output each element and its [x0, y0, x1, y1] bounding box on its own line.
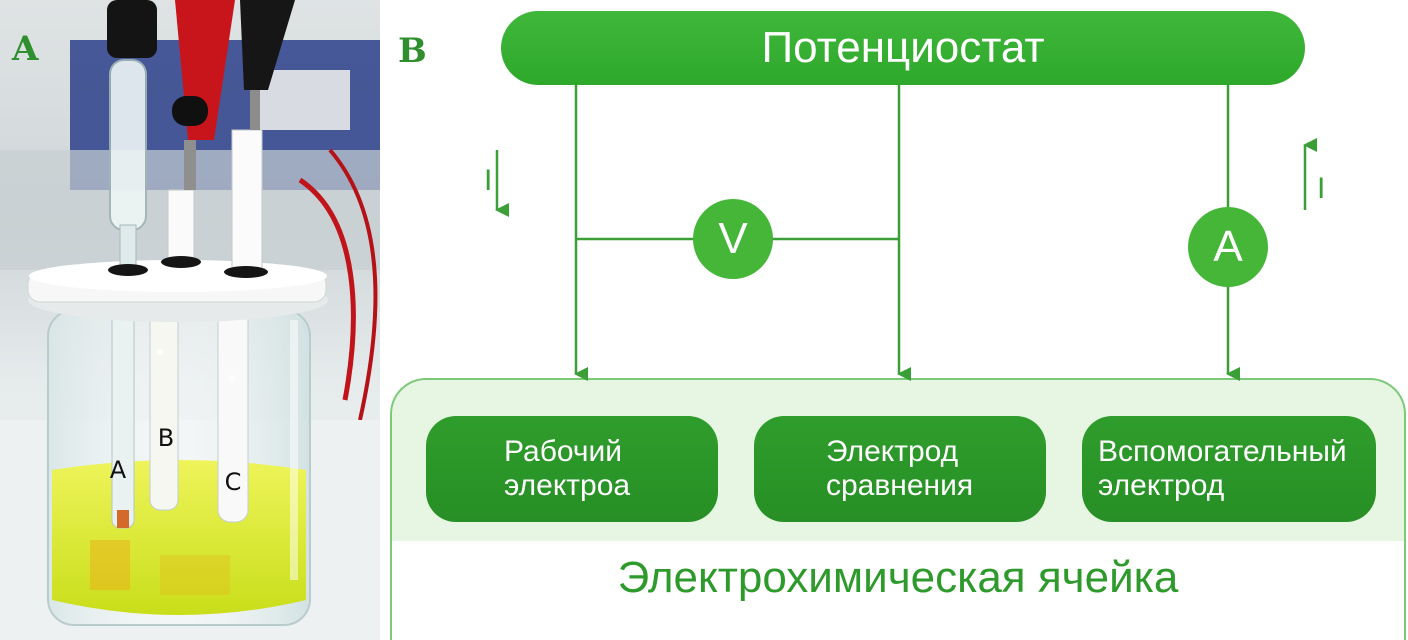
reference-electrode-line2: сравнения: [826, 469, 974, 502]
wiring-diagram: I I: [484, 85, 1325, 381]
working-electrode-line1: Рабочий: [504, 435, 623, 468]
ammeter-label: A: [1213, 222, 1243, 271]
ammeter-icon: A: [1188, 207, 1268, 287]
electrode-a-label: A: [110, 456, 127, 484]
working-electrode-block: Рабочий электроа: [426, 416, 718, 522]
photo-panel: A B C A: [0, 0, 380, 640]
panel-b-letter: B: [398, 31, 427, 71]
potentiostat-block: Потенциостат: [501, 11, 1305, 85]
voltmeter-label: V: [718, 214, 748, 263]
electrode-c-label: C: [225, 468, 242, 496]
circuit-diagram-panel: B I I Потенциостат V A: [380, 0, 1408, 640]
working-electrode-line2: электроа: [504, 469, 631, 502]
counter-electrode-line1: Вспомогательный: [1098, 435, 1347, 468]
current-label-left: I: [484, 164, 492, 197]
reference-electrode-block: Электрод сравнения: [754, 416, 1046, 522]
voltmeter-icon: V: [693, 199, 773, 279]
counter-electrode-line2: электрод: [1098, 469, 1225, 502]
cell-title: Электрохимическая ячейка: [617, 553, 1179, 602]
current-label-right: I: [1317, 172, 1325, 205]
panel-a-letter: A: [12, 29, 39, 69]
electrode-b-label: B: [158, 424, 174, 452]
reference-electrode-line1: Электрод: [826, 435, 959, 468]
potentiostat-label: Потенциостат: [761, 23, 1045, 72]
counter-electrode-block: Вспомогательный электрод: [1082, 416, 1376, 522]
electrochemical-cell-photo: A B C: [0, 0, 380, 640]
